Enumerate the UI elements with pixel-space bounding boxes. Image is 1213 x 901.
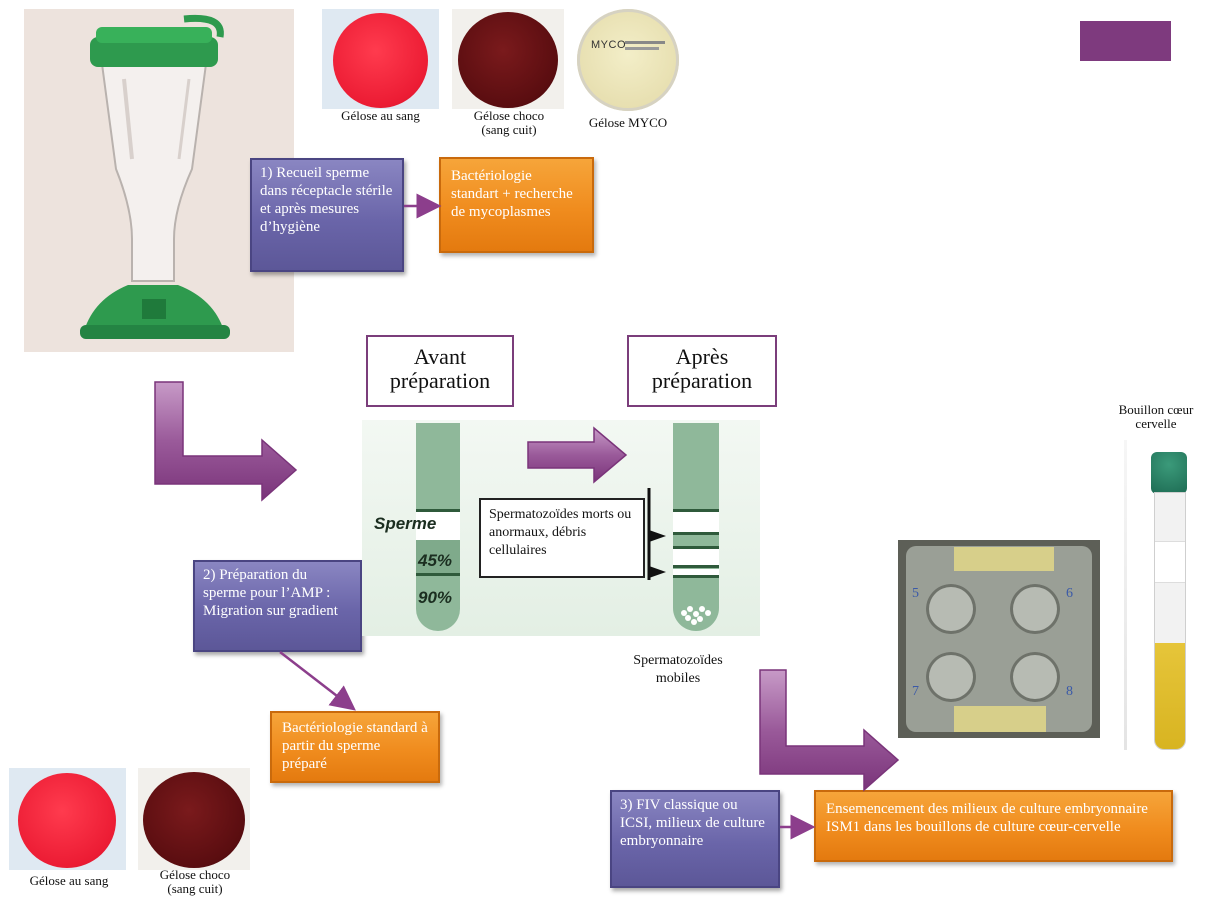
tube-label-band [1155,541,1185,583]
step1-result-box: Bactériologie standart + recherche de my… [439,157,594,253]
tube-shadow [1124,440,1127,750]
after-header: Après préparation [627,335,777,407]
blood-agar-plate-top [322,9,439,109]
pct90-label: 90% [418,588,453,607]
before-header: Avant préparation [366,335,514,407]
blood-agar-caption-bottom: Gélose au sang [29,873,109,888]
big-arrow-right [759,669,900,792]
step3-box: 3) FIV classique ou ICSI, milieux de cul… [610,790,780,888]
after-white-1 [673,509,719,535]
sterile-cup-illustration [80,14,230,339]
culture-dish-photo: 5 6 7 8 [898,540,1100,738]
well-num-6: 6 [1066,586,1073,601]
blood-agar-disc [333,13,428,108]
big-arrow-left [154,381,298,502]
choco-agar-plate-top [452,9,564,109]
motile-pellet [681,606,711,625]
blood-agar-disc-bottom [18,773,116,868]
accent-rectangle [1080,21,1171,61]
well-5 [926,584,976,634]
dish-label-bottom [954,706,1046,732]
sperm-label: Sperme [374,514,437,533]
dish-body [906,546,1092,732]
well-num-5: 5 [912,586,919,601]
broth-tube [1148,452,1190,750]
broth-tube-caption: Bouillon cœur cervelle [1118,402,1194,431]
well-7 [926,652,976,702]
choco-agar-caption-top: Gélose choco (sang cuit) [448,109,570,137]
tube-before [416,423,460,631]
choco-bottom-line1: Gélose choco [159,867,231,882]
well-8 [1010,652,1060,702]
sperm-layer [416,509,460,543]
well-num-8: 8 [1066,684,1073,699]
tube-after [673,423,719,631]
tube-glass [1154,492,1186,750]
choco-caption-line1: Gélose choco [473,108,545,123]
choco-bottom-line2: (sang cuit) [167,881,223,896]
broth-liquid [1155,643,1185,749]
choco-agar-disc [458,12,558,108]
choco-agar-plate-bottom [138,768,250,870]
after-white-2 [673,546,719,568]
blood-agar-plate-bottom [9,768,126,870]
choco-agar-disc-bottom [143,772,245,868]
myco-plate-print [625,41,665,44]
well-num-7: 7 [912,684,919,699]
choco-caption-line2: (sang cuit) [481,122,537,137]
layer-45 [416,540,460,576]
step3-result-box: Ensemencement des milieux de culture emb… [814,790,1173,862]
pct45-label: 45% [418,551,453,570]
step2-result-box: Bactériologie standard à partir du sperm… [270,711,440,783]
callout-bracket [647,488,666,580]
tube-cap [1151,452,1187,494]
myco-agar-plate: MYCO [577,9,679,111]
myco-agar-caption: Gélose MYCO [588,115,668,130]
dead-cells-callout: Spermatozoïdes morts ou anormaux, débris… [479,498,645,578]
dish-label-top [954,547,1054,571]
choco-agar-caption-bottom: Gélose choco (sang cuit) [136,868,254,896]
motile-caption: Spermatozoïdes mobiles [633,653,723,686]
myco-plate-print-2 [625,47,659,50]
connector-step2 [279,651,356,711]
well-6 [1010,584,1060,634]
sample-container-photo [24,9,294,352]
myco-plate-label: MYCO [591,39,626,51]
blood-agar-caption-top: Gélose au sang [341,108,420,123]
step1-box: 1) Recueil sperme dans réceptacle stéril… [250,158,404,272]
step2-box: 2) Préparation du sperme pour l’AMP : Mi… [193,560,362,652]
after-white-3 [673,569,719,578]
